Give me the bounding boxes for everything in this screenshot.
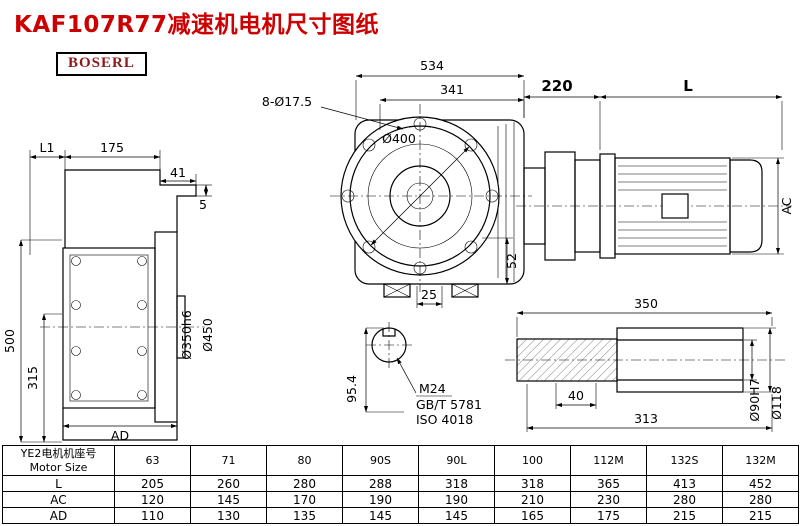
value-cell: 210	[494, 491, 571, 508]
size-col: 132S	[646, 445, 723, 476]
value-cell: 318	[418, 475, 495, 492]
value-cell: 135	[266, 507, 343, 524]
value-cell: 145	[190, 491, 267, 508]
std-iso4018-label: ISO 4018	[416, 412, 473, 427]
dim-95-label: 95.4	[344, 375, 359, 403]
dim-l1-label: L1	[40, 140, 55, 155]
dim-313-label: 313	[634, 411, 658, 426]
row-label: L	[2, 475, 115, 492]
dim-d350h6-label: Ø350h6	[179, 310, 194, 360]
size-col: 132M	[722, 445, 799, 476]
shaft-end-view-linework	[363, 322, 452, 413]
dim-ac-label: AC	[779, 197, 794, 214]
value-cell: 110	[114, 507, 191, 524]
value-cell: 365	[570, 475, 647, 492]
dim-175-label: 175	[100, 140, 124, 155]
value-cell: 280	[722, 491, 799, 508]
dim-341-label: 341	[440, 82, 464, 97]
shaft-side-view-linework	[505, 310, 788, 432]
value-cell: 145	[342, 507, 419, 524]
value-cell: 190	[342, 491, 419, 508]
size-col: 112M	[570, 445, 647, 476]
dim-d90h7-label: Ø90H7	[747, 378, 762, 421]
value-cell: 175	[570, 507, 647, 524]
value-cell: 205	[114, 475, 191, 492]
dim-41-label: 41	[170, 165, 186, 180]
dim-350-label: 350	[634, 296, 658, 311]
dim-40-label: 40	[568, 388, 584, 403]
value-cell: 215	[646, 507, 723, 524]
dim-5-label: 5	[199, 197, 207, 212]
thread-m24-label: M24	[419, 381, 446, 396]
dim-52-label: 52	[504, 253, 519, 269]
brand-logo-text: BOSERL	[68, 55, 135, 71]
value-cell: 215	[722, 507, 799, 524]
value-cell: 280	[266, 475, 343, 492]
table-row-ac: AC 120 145 170 190 190 210 230 280 280	[2, 491, 799, 508]
motor-size-header-en: Motor Size	[29, 460, 88, 474]
value-cell: 130	[190, 507, 267, 524]
value-cell: 260	[190, 475, 267, 492]
flange-view-linework	[320, 73, 532, 308]
value-cell: 145	[418, 507, 495, 524]
value-cell: 165	[494, 507, 571, 524]
dim-500-label: 500	[2, 329, 17, 353]
dim-ad-label: AD	[111, 428, 129, 443]
dim-25-label: 25	[421, 287, 437, 302]
table-row-ad: AD 110 130 135 145 145 165 175 215 215	[2, 507, 799, 524]
dim-d118-label: Ø118	[769, 386, 784, 420]
motor-size-header-cn: YE2电机机座号	[20, 446, 97, 460]
technical-drawing: L1 175 41 5 500 315 AD Ø350h6 Ø450	[2, 58, 794, 443]
page-title: KAF107R77减速机电机尺寸图纸	[14, 12, 380, 38]
value-cell: 120	[114, 491, 191, 508]
table-row-l: L 205 260 280 288 318 318 365 413 452	[2, 475, 799, 492]
value-cell: 280	[646, 491, 723, 508]
dim-315-label: 315	[25, 366, 40, 390]
size-col: 63	[114, 445, 191, 476]
motor-view-linework	[516, 94, 792, 261]
dim-220-label: 220	[541, 77, 572, 95]
dim-motor-l-label: L	[683, 77, 693, 95]
value-cell: 230	[570, 491, 647, 508]
motor-size-table: YE2电机机座号 Motor Size 63 71 80 90S 90L 100…	[2, 445, 799, 524]
dim-534-label: 534	[420, 58, 444, 73]
motor-size-header: YE2电机机座号 Motor Size	[2, 445, 115, 476]
dim-d400-label: Ø400	[382, 131, 416, 146]
size-col: 90S	[342, 445, 419, 476]
value-cell: 452	[722, 475, 799, 492]
value-cell: 190	[418, 491, 495, 508]
front-view-linework	[18, 150, 212, 443]
value-cell: 413	[646, 475, 723, 492]
size-col: 100	[494, 445, 571, 476]
size-col: 71	[190, 445, 267, 476]
row-label: AC	[2, 491, 115, 508]
row-label: AD	[2, 507, 115, 524]
value-cell: 318	[494, 475, 571, 492]
brand-logo: BOSERL	[56, 52, 147, 76]
value-cell: 288	[342, 475, 419, 492]
value-cell: 170	[266, 491, 343, 508]
size-col: 90L	[418, 445, 495, 476]
size-col: 80	[266, 445, 343, 476]
std-gb5781-label: GB/T 5781	[416, 397, 482, 412]
dim-d450-label: Ø450	[200, 318, 215, 352]
table-header-row: YE2电机机座号 Motor Size 63 71 80 90S 90L 100…	[2, 445, 799, 476]
dim-bolt-holes-label: 8-Ø17.5	[262, 94, 312, 109]
